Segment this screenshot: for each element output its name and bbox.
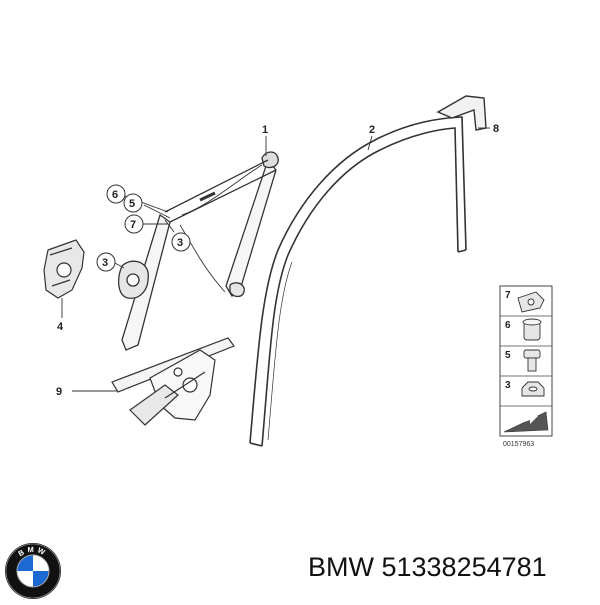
legend-label-3: 3 [505,380,511,391]
sleeve-icon [522,318,542,341]
nut-icon [521,381,545,397]
window-regulator [117,151,279,351]
circled-callout-6: 6 [112,189,118,201]
circled-callout-3-right: 3 [177,237,183,249]
window-carrier [111,337,235,426]
circled-callout-5: 5 [129,198,135,210]
part-number-label: BMW 51338254781 [308,552,547,582]
corner-piece [436,95,487,131]
hardware-legend [499,285,553,437]
bmw-logo: BMW [4,542,62,600]
reference-code: 00157963 [503,441,534,448]
legend-label-7: 7 [505,290,511,301]
clip-nut-icon [517,291,545,313]
callout-2: 2 [369,124,375,136]
callout-1: 1 [262,124,268,136]
callout-8: 8 [493,123,499,135]
circled-callout-7: 7 [130,219,136,231]
window-motor [43,239,85,299]
bolt-icon [523,349,541,372]
window-frame-seal [249,116,467,447]
legend-label-5: 5 [505,350,511,361]
circled-callouts [96,184,191,272]
circled-callout-3-left: 3 [102,257,108,269]
callout-4: 4 [57,321,64,333]
callout-9: 9 [56,386,62,398]
legend-label-6: 6 [505,320,511,331]
direction-arrow-icon [503,411,549,433]
